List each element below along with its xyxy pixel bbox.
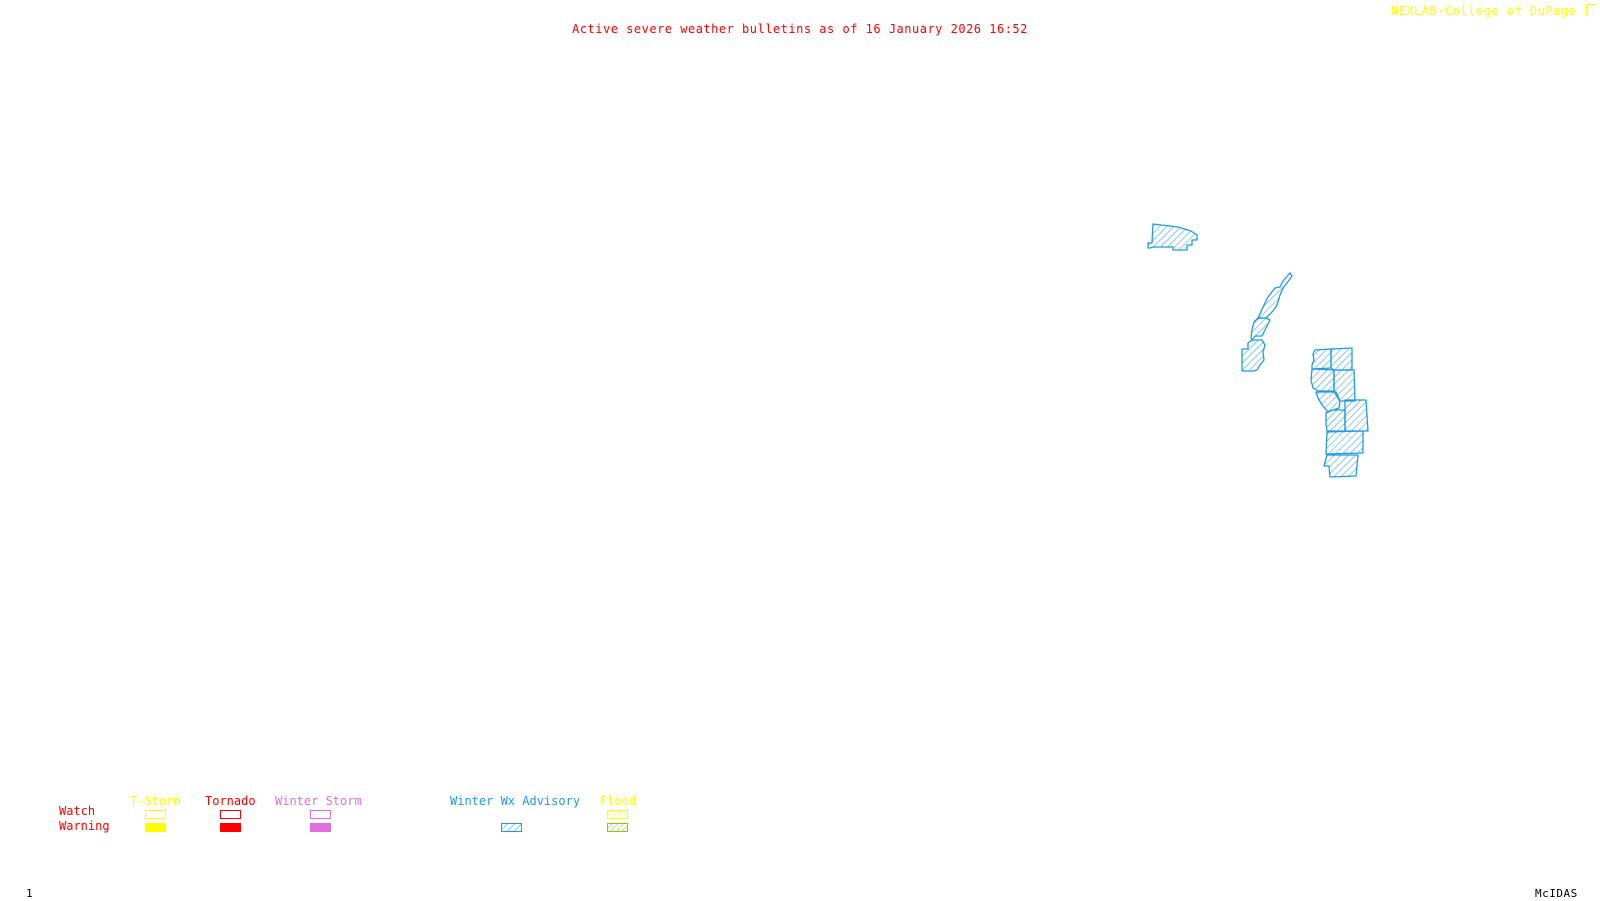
advisory-zone-county-6 [1325,409,1346,432]
tornado-warning-swatch [220,823,241,832]
page-title: Active severe weather bulletins as of 16… [572,22,1028,36]
advisory-zone-north [1147,223,1198,251]
advisory-zone-county-8 [1325,430,1364,455]
frame-number: 1 [26,887,34,900]
flood-warning-swatch [607,823,628,832]
tstorm-watch-swatch [145,810,166,819]
winter-storm-warning-swatch [310,823,331,832]
winter-storm-watch-swatch [310,810,331,819]
legend-winter-storm-label: Winter Storm [275,794,362,808]
legend-tstorm-label: T-Storm [130,794,181,808]
flood-watch-swatch [607,810,628,819]
legend-row-warning: Warning [59,819,110,833]
advisory-zone-county-2 [1330,347,1353,371]
advisory-zone-peninsula-1 [1257,272,1293,319]
legend-winter-wx-advisory-label: Winter Wx Advisory [450,794,581,808]
credit-text: NEXLAB-College of DuPage [1390,4,1577,18]
legend-flood-label: Flood [600,794,637,808]
winter-wx-advisory-swatch [501,823,522,832]
advisory-zone-peninsula-3 [1241,339,1266,372]
advisory-zone-county-5 [1315,391,1341,413]
nexlab-logo-icon [1586,4,1596,16]
tstorm-warning-swatch [145,823,166,832]
tornado-watch-swatch [220,810,241,819]
advisory-zone-county-7 [1344,399,1369,432]
advisory-zone-peninsula-2 [1250,317,1271,341]
advisory-zone-county-1 [1311,348,1332,370]
legend-row-watch: Watch [59,804,96,818]
legend-tornado-label: Tornado [205,794,256,808]
credit-label: NEXLAB-College of DuPage [1391,4,1596,18]
advisory-zone-county-9 [1323,454,1359,478]
advisory-zone-county-3 [1310,368,1335,392]
software-label: McIDAS [1535,887,1578,900]
